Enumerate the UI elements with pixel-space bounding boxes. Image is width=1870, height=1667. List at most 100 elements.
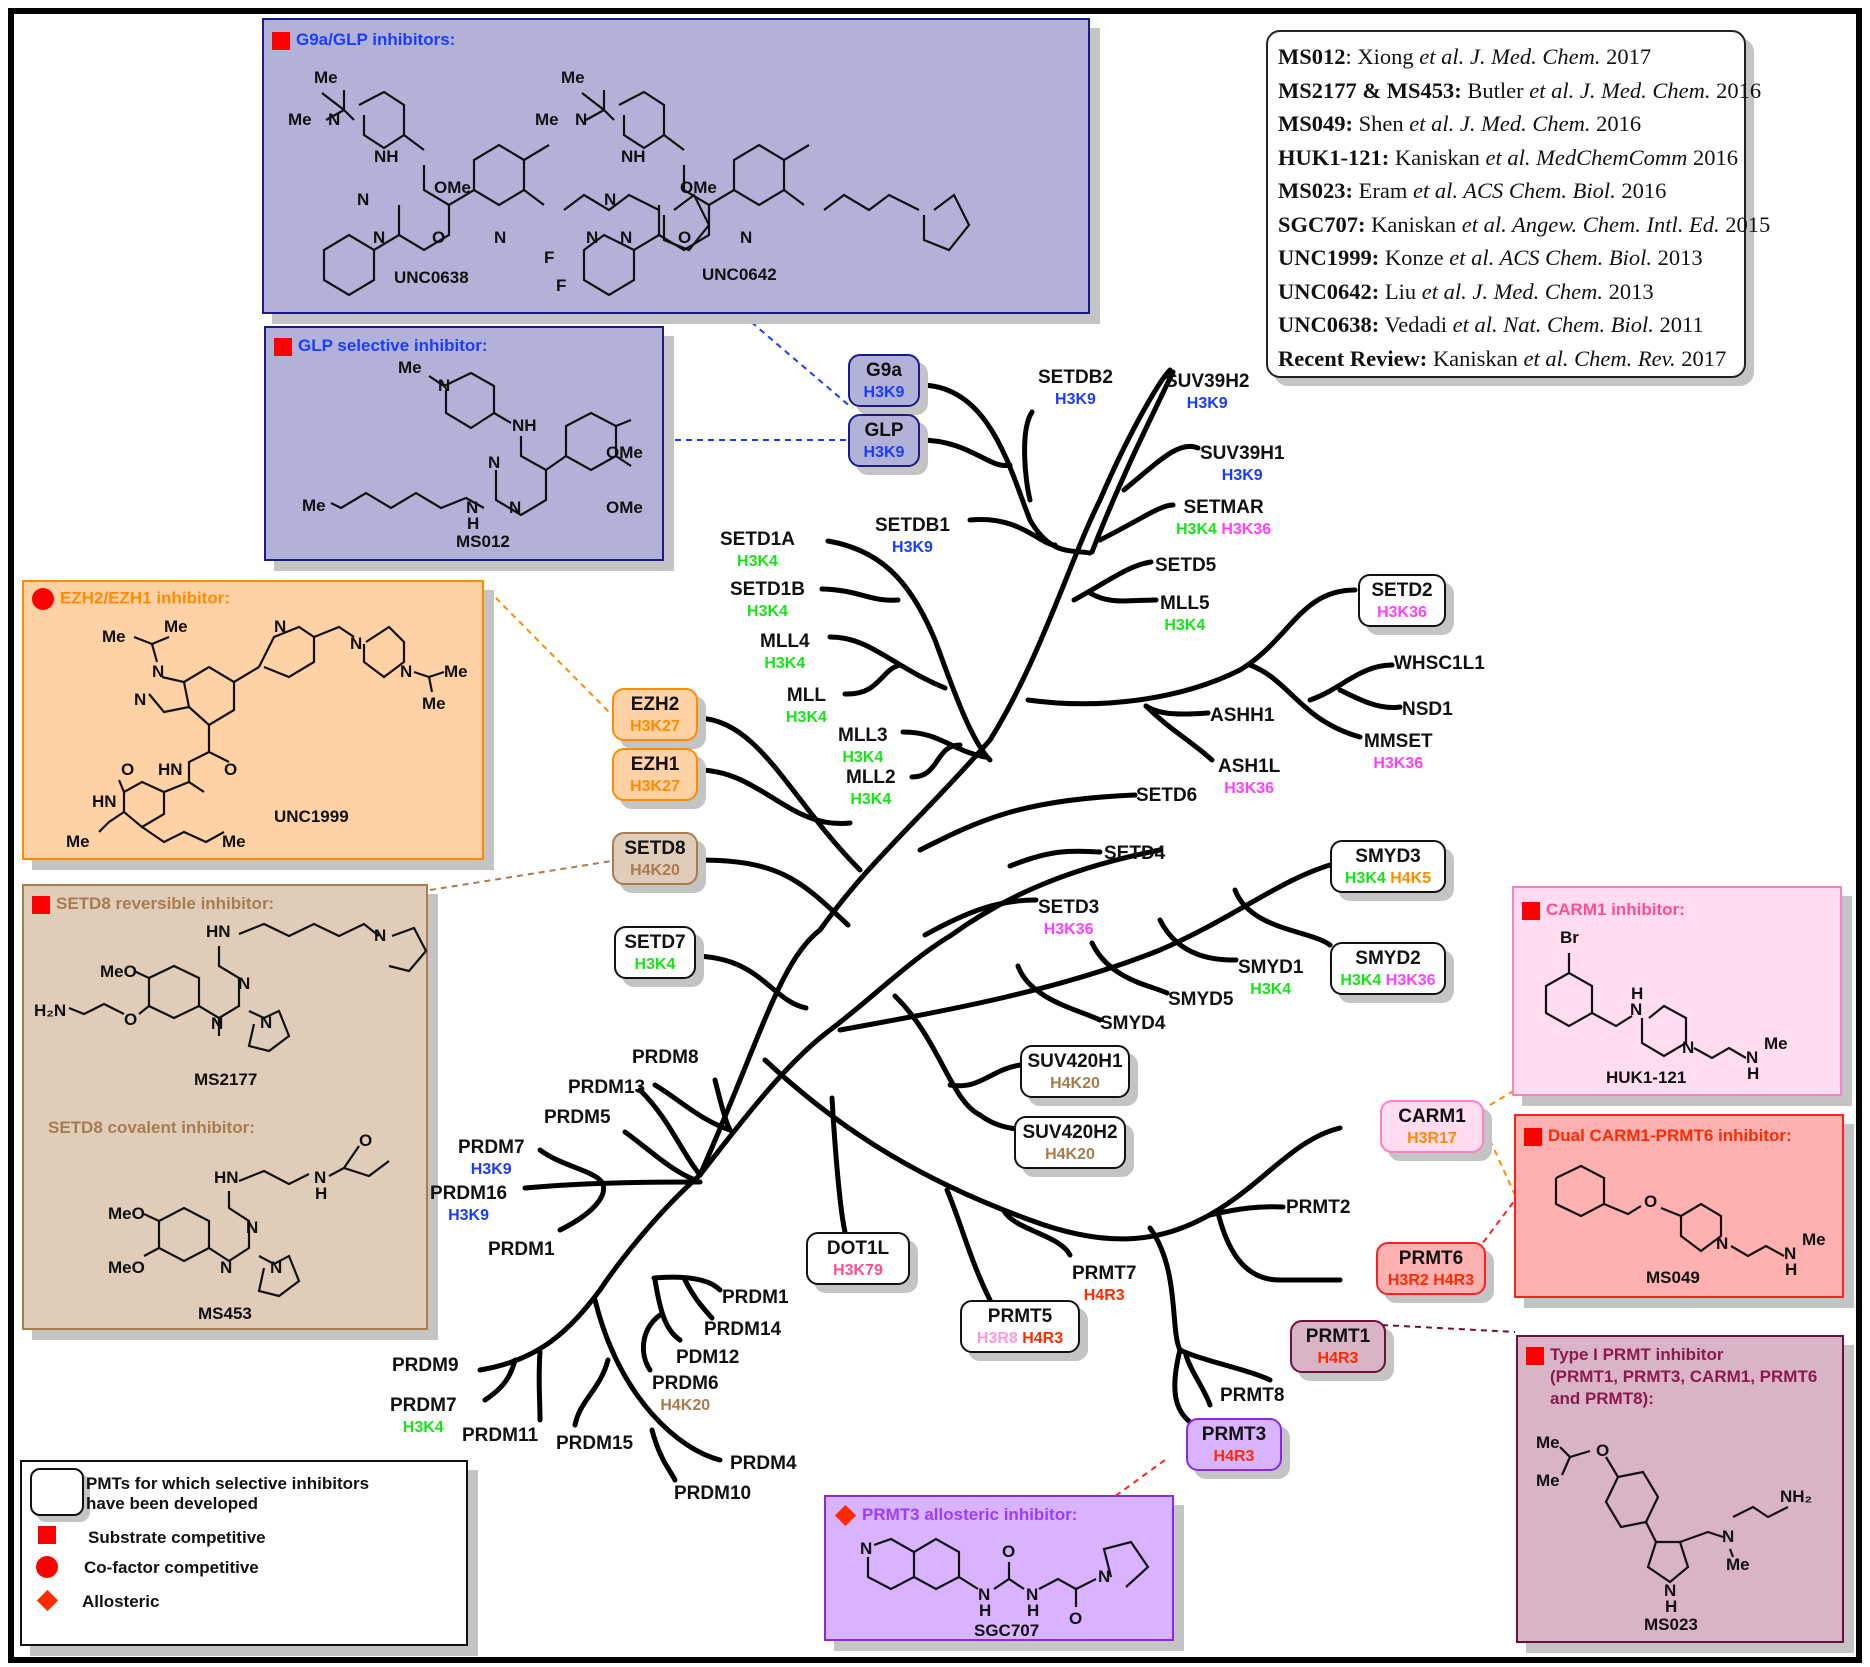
histone-mark: H3K4: [1164, 617, 1206, 634]
histone-mark: H3K4: [402, 1419, 444, 1436]
reference-author: Shen: [1358, 111, 1410, 136]
atom-label: H: [1027, 1601, 1040, 1620]
reference-entry: SGC707: Kaniskan et al. Angew. Chem. Int…: [1278, 208, 1770, 242]
reference-author: Kaniskan: [1432, 345, 1524, 371]
branch-setd5: [1071, 559, 1154, 603]
connector-ezh: [487, 589, 613, 716]
node-name: ASH1L: [1218, 756, 1281, 777]
histone-mark: H4K20: [660, 1397, 711, 1414]
atom-label: N: [488, 453, 501, 472]
histone-marks: H4R3: [1072, 1286, 1136, 1306]
atom-label: OMe: [434, 178, 471, 197]
reference-entry: UNC0638: Vedadi et al. Nat. Chem. Biol. …: [1278, 308, 1734, 342]
node-name: PRDM7: [390, 1395, 457, 1416]
node-name: PRMT8: [1220, 1385, 1285, 1406]
atom-label: O: [224, 760, 238, 779]
panel-title: Dual CARM1-PRMT6 inhibitor:: [1548, 1126, 1792, 1145]
atom-label: F: [544, 248, 555, 267]
branch-prmt6: [1215, 1210, 1343, 1283]
histone-marks: H3K4 H3K36: [1336, 971, 1440, 991]
atom-label: N: [860, 1539, 873, 1558]
atom-label: Me: [535, 110, 559, 129]
reference-journal: . J. Med. Chem.: [1458, 44, 1601, 69]
connector-prmt3: [1109, 1459, 1166, 1501]
histone-marks: H4K20: [652, 1396, 719, 1416]
atom-label: NH₂: [1780, 1487, 1813, 1506]
reference-year: 2013: [1651, 245, 1703, 270]
histone-mark: H3K9: [1221, 467, 1263, 484]
reference-year: 2015: [1719, 211, 1771, 237]
node-name: PRDM11: [462, 1425, 539, 1446]
branch-glp: [917, 437, 1013, 469]
histone-mark: H4R3: [1433, 1272, 1475, 1289]
node-name: PRDM6: [652, 1373, 719, 1394]
connector-prmt1: [1381, 1324, 1516, 1333]
histone-mark: H4K20: [1050, 1075, 1100, 1092]
compound-name: UNC0638: [394, 268, 469, 287]
histone-marks: H3K27: [618, 717, 692, 737]
branch-prdm7a: [537, 1147, 607, 1233]
node-prdm4: PRDM4: [730, 1452, 797, 1476]
panel-title: G9a/GLP inhibitors:: [296, 30, 456, 49]
atom-label: Me: [444, 662, 468, 681]
legend-rounded-box-icon: [30, 1468, 84, 1516]
node-name: SMYD3: [1355, 846, 1421, 867]
branch-prdm14: [682, 1277, 715, 1321]
histone-mark: H3K4: [842, 749, 884, 766]
substrate-competitive-icon: [272, 31, 290, 50]
legend-label: have been developed: [86, 1494, 258, 1513]
branch-setd7: [689, 953, 809, 1011]
atom-label: N: [373, 228, 386, 247]
reference-author: Liu: [1384, 278, 1422, 304]
reference-author: Kaniskan: [1371, 211, 1462, 237]
atom-label: Me: [288, 110, 312, 129]
atom-label: NH: [374, 147, 399, 166]
atom-label: H₂N: [34, 1001, 67, 1020]
substrate-competitive-icon: [38, 1526, 56, 1544]
reference-author: Butler: [1467, 77, 1530, 103]
atom-label: H: [1631, 984, 1644, 1003]
node-name: MMSET: [1364, 731, 1433, 752]
node-name: SMYD1: [1238, 957, 1304, 978]
branch-prdm6: [640, 1312, 663, 1373]
histone-mark: H3K4: [1250, 981, 1292, 998]
reference-etal: et al: [1485, 144, 1525, 170]
histone-marks: H3K79: [812, 1261, 904, 1281]
atom-label: N: [604, 190, 617, 209]
atom-label: H: [1665, 1597, 1678, 1616]
histone-mark: H3K4: [850, 791, 892, 808]
node-name: SMYD5: [1168, 989, 1234, 1010]
reference-journal: . MedChemComm: [1524, 144, 1688, 170]
reference-entry: MS023: Eram et al. ACS Chem. Biol. 2016: [1278, 174, 1734, 208]
histone-marks: H4K20: [1020, 1145, 1120, 1165]
branch-prdm7b: [482, 1357, 518, 1403]
node-name: MLL4: [760, 631, 810, 652]
atom-label: O: [124, 1010, 138, 1029]
histone-mark: H3K9: [470, 1161, 512, 1178]
node-name: PRDM5: [544, 1107, 611, 1128]
histone-marks: H3K36: [1218, 779, 1280, 799]
histone-marks: H3K9: [1165, 394, 1250, 414]
atom-label: HN: [206, 922, 231, 941]
node-prdm15: PRDM15: [556, 1432, 633, 1456]
histone-marks: H3K9: [875, 538, 950, 558]
legend-label: Co-factor competitive: [84, 1558, 259, 1577]
reference-year: 2017: [1675, 345, 1727, 371]
reference-year: 2016: [1710, 77, 1762, 103]
histone-mark: H4R3: [1022, 1330, 1064, 1347]
histone-mark: H3K4: [1344, 870, 1386, 887]
atom-label: Me: [1726, 1555, 1750, 1574]
node-name: PRDM15: [556, 1433, 634, 1454]
reference-etal: et al: [1421, 278, 1462, 304]
node-name: ASHH1: [1210, 705, 1275, 726]
branch-smyd1: [1157, 917, 1239, 963]
panel-title: GLP selective inhibitor:: [298, 336, 488, 355]
histone-mark: H4R3: [1317, 1350, 1359, 1367]
